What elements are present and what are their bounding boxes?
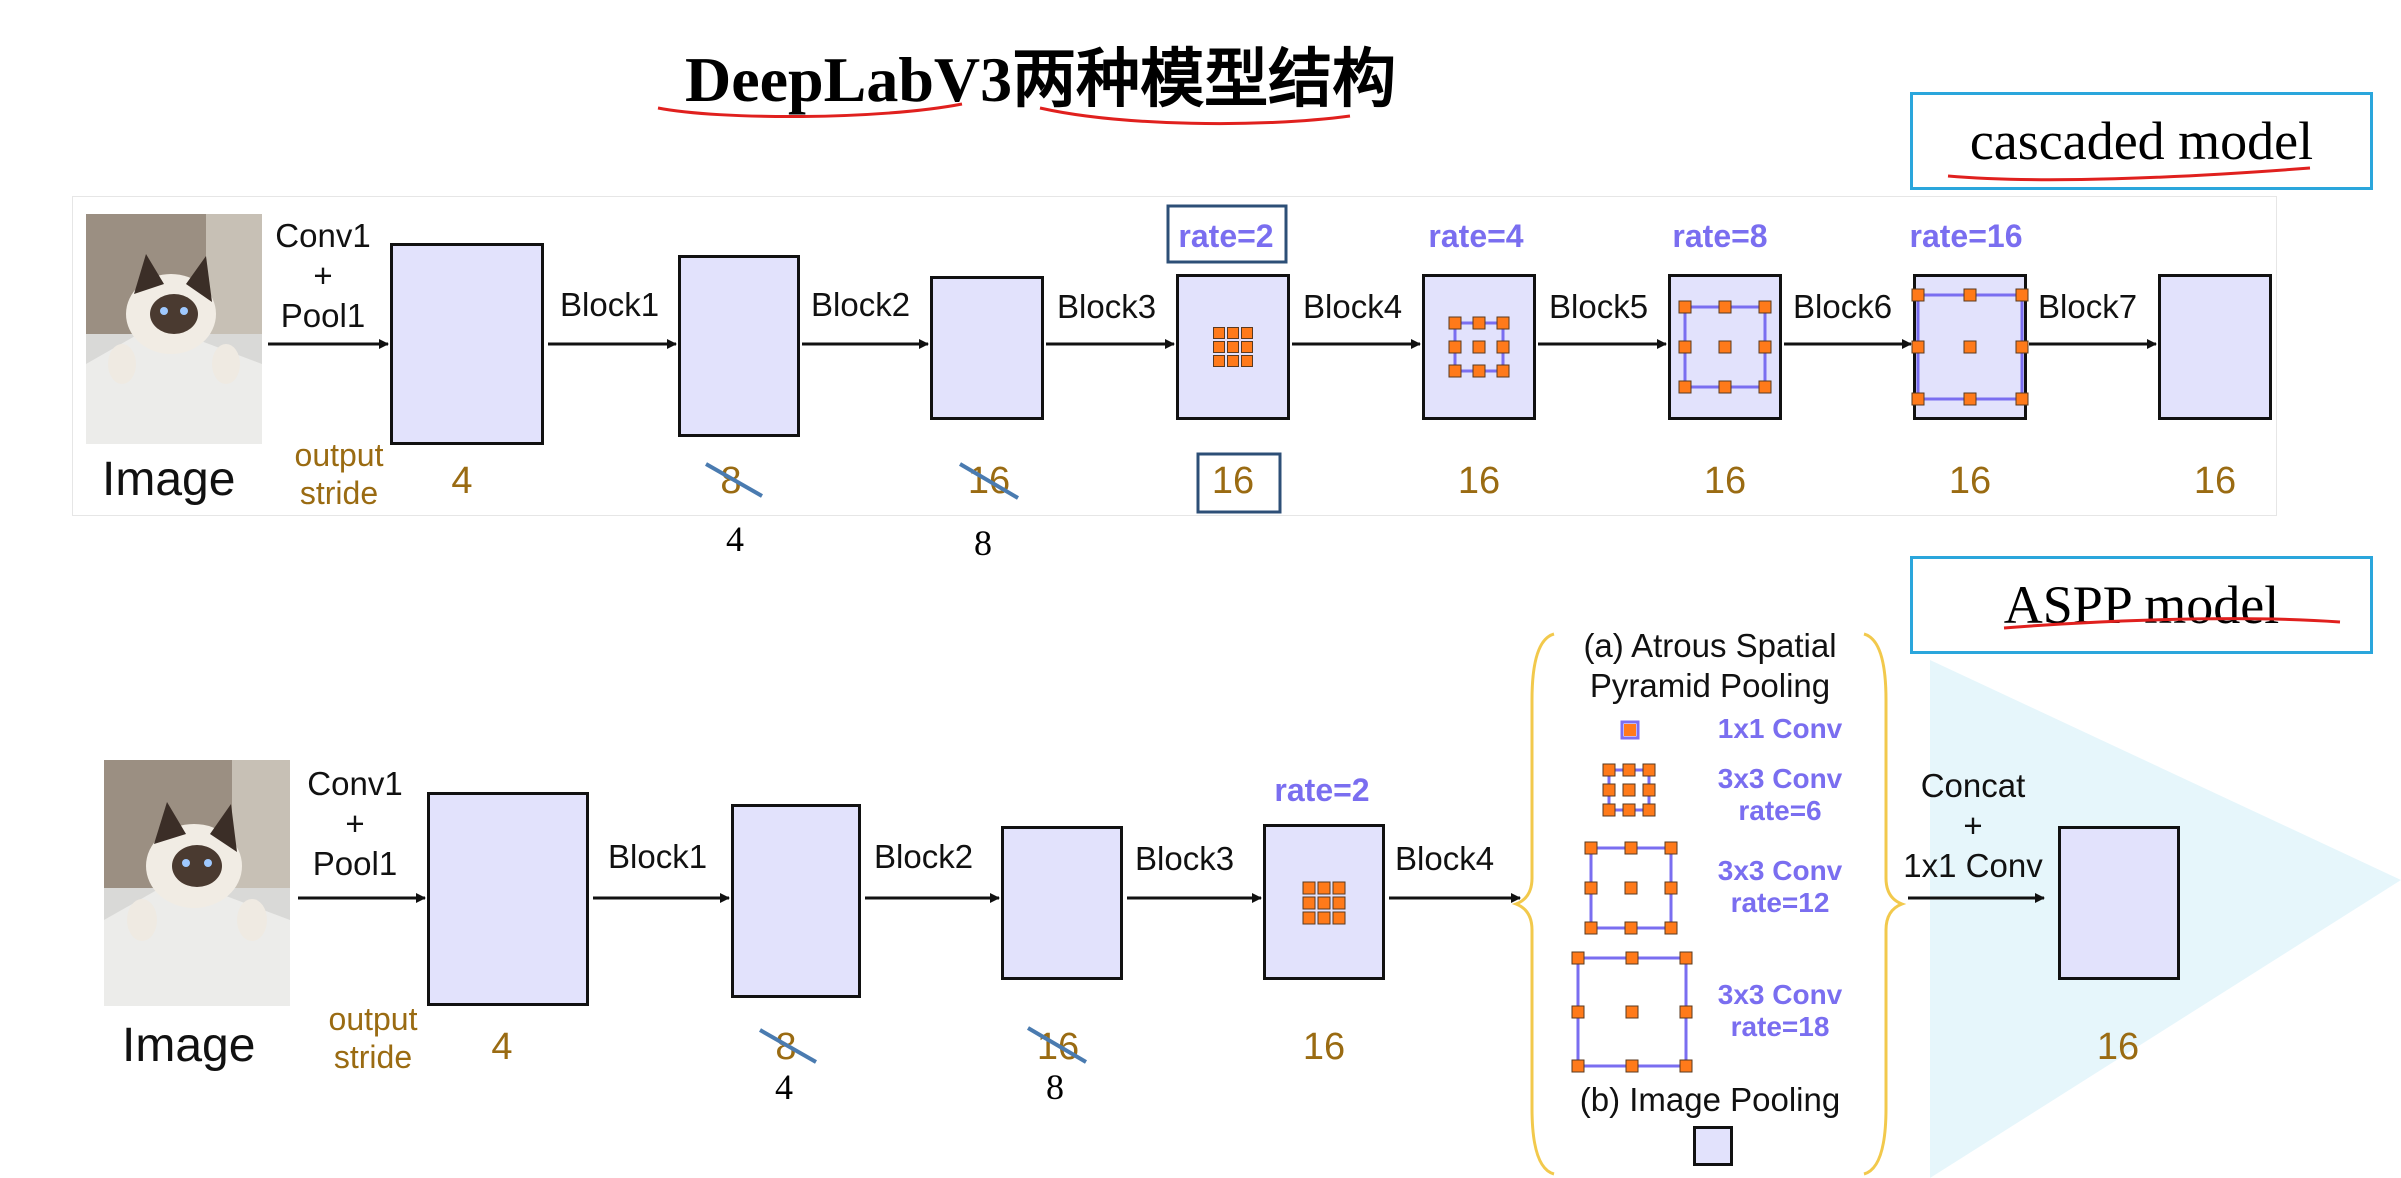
strike-lines — [705, 462, 1088, 1064]
cascaded-model-text: cascaded model — [1969, 111, 2314, 171]
rate-label-4: rate=4 — [1428, 218, 1524, 254]
kernel-aspp-rate6 — [1602, 763, 1656, 817]
cat-image-top — [86, 214, 262, 444]
cascaded-block4-label: Block4 — [1303, 288, 1403, 325]
handwritten-8-top: 8 — [974, 523, 992, 563]
rate-label-8: rate=8 — [1672, 218, 1768, 254]
page-title: DeepLabV3两种模型结构 — [685, 44, 1397, 115]
aspp-branch-1x1: 1x1 Conv — [1717, 713, 1843, 744]
kernel-cascaded-rate8 — [1678, 300, 1772, 394]
cascaded-conv-pool-label: Conv1+Pool1 — [275, 217, 371, 334]
kernel-cascaded-rate16 — [1911, 288, 2029, 406]
stride16-highlight — [1196, 452, 1282, 514]
kernel-aspp-1x1 — [1620, 720, 1640, 740]
kernel-aspp-rate2 — [1302, 881, 1346, 925]
kernel-aspp-rate12 — [1584, 841, 1678, 935]
feature-map-c3 — [1176, 274, 1290, 420]
title-underline-1 — [657, 102, 963, 119]
aspp-image-label: Image — [122, 1019, 256, 1072]
brace-right — [1863, 632, 1907, 1176]
concat-conv-label: Concat+1x1 Conv — [1903, 767, 2043, 884]
cascaded-stride-3: 16 — [1211, 460, 1255, 502]
image-pooling-box — [1693, 1126, 1733, 1166]
cascaded-block7-label: Block7 — [2038, 288, 2138, 325]
cascaded-block3-label: Block3 — [1057, 288, 1157, 325]
title-underline-2 — [1039, 106, 1351, 126]
cascaded-stride-0: 4 — [451, 460, 473, 502]
cat-image-bottom — [104, 760, 290, 1006]
rate2-highlight — [1166, 204, 1288, 264]
aspp-block1-label: Block1 — [608, 838, 708, 875]
aspp-stride-3: 16 — [1302, 1026, 1346, 1068]
handwritten-8-bottom: 8 — [1046, 1067, 1064, 1107]
handwritten-4-top: 4 — [726, 519, 744, 559]
aspp-underline — [2003, 617, 2341, 630]
image-pooling-label: (b) Image Pooling — [1579, 1081, 1841, 1118]
feature-map-a1 — [731, 804, 861, 998]
aspp-block3-label: Block3 — [1135, 840, 1235, 877]
cascaded-underline — [1947, 166, 2311, 182]
cascaded-block2-label: Block2 — [811, 286, 911, 323]
cascaded-block6-label: Block6 — [1793, 288, 1893, 325]
handwritten-4-bottom: 4 — [775, 1067, 793, 1107]
feature-map-c7 — [2158, 274, 2272, 420]
brace-left — [1511, 632, 1555, 1176]
cascaded-stride-7: 16 — [2193, 460, 2237, 502]
cascaded-image-label: Image — [102, 453, 236, 506]
aspp-block2-label: Block2 — [874, 838, 974, 875]
aspp-rate-label: rate=2 — [1274, 772, 1370, 808]
feature-map-c0 — [390, 243, 544, 445]
cascaded-block5-label: Block5 — [1549, 288, 1649, 325]
cascaded-stride-4: 16 — [1457, 460, 1501, 502]
rate-label-16: rate=16 — [1909, 218, 2023, 254]
rate-label-2: rate=2 — [1178, 218, 1274, 254]
cascaded-stride-1: 8 — [720, 460, 742, 502]
cascaded-model-label: cascaded model — [1910, 92, 2373, 190]
cascaded-stride-6: 16 — [1948, 460, 1992, 502]
atrous-kernels — [1213, 288, 2029, 1073]
kernel-cascaded-rate4 — [1448, 316, 1510, 378]
feature-map-c1 — [678, 255, 800, 437]
feature-map-output — [2058, 826, 2180, 980]
kernel-cascaded-rate2 — [1213, 327, 1253, 367]
kernel-aspp-rate18 — [1571, 951, 1693, 1073]
aspp-stride-4: 16 — [2096, 1026, 2140, 1068]
feature-map-a0 — [427, 792, 589, 1006]
aspp-block4-label: Block4 — [1395, 840, 1495, 877]
feature-map-c2 — [930, 276, 1044, 420]
feature-map-a2 — [1001, 826, 1123, 980]
aspp-conv-pool-label: Conv1+Pool1 — [307, 765, 403, 882]
cascaded-block1-label: Block1 — [560, 286, 660, 323]
aspp-stride-0: 4 — [491, 1026, 513, 1068]
cascaded-stride-5: 16 — [1703, 460, 1747, 502]
